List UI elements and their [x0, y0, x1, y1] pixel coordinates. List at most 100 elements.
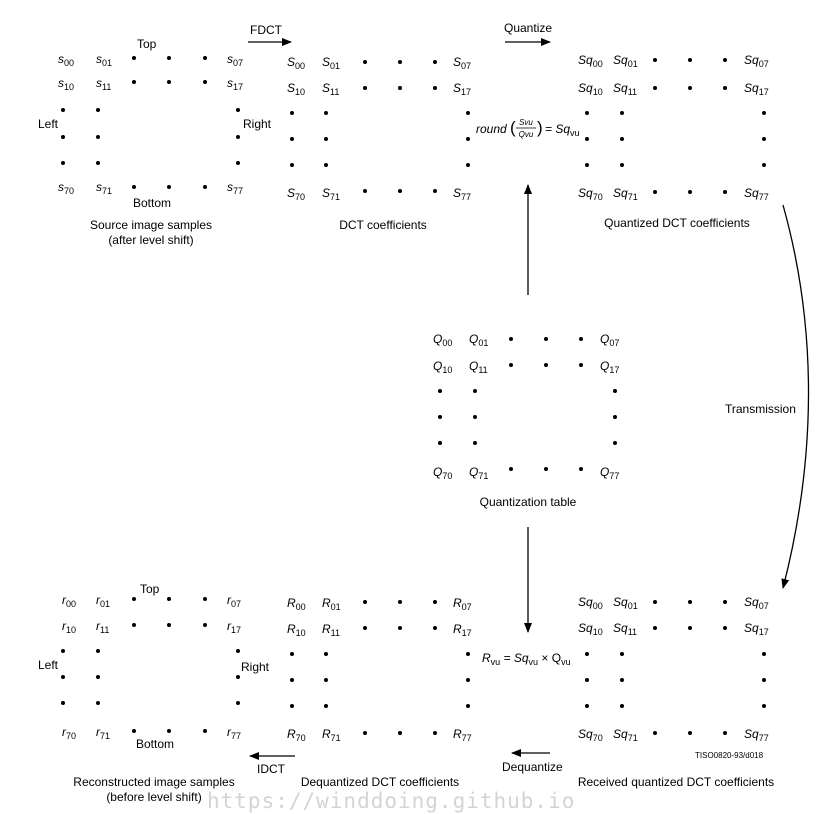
source-ellipsis-dot-mid-1: [167, 80, 171, 84]
qtable-ellipsis-dot-left2-1: [473, 415, 477, 419]
dequant-equation: Rvu = Sqvu × Qvu: [482, 651, 571, 667]
watermark-text: https://winddoing.github.io: [207, 789, 575, 813]
quantized-entry-17: Sq17: [744, 81, 769, 97]
qtable-entry-07: Q07: [600, 332, 619, 348]
recon-ellipsis-dot-mid-1: [167, 623, 171, 627]
dequant-ellipsis-dot-top-0: [363, 600, 367, 604]
quantized-ellipsis-dot-left-1: [585, 137, 589, 141]
recon-entry-01: r01: [96, 593, 110, 609]
qtable-ellipsis-dot-left-1: [438, 415, 442, 419]
qtable-ellipsis-dot-left2-0: [473, 389, 477, 393]
quantized-ellipsis-dot-left-0: [585, 111, 589, 115]
close-paren: ): [537, 118, 543, 137]
dct-ellipsis-dot-top-0: [363, 60, 367, 64]
dct-entry-71: S71: [322, 186, 340, 202]
recon-entry-07: r07: [227, 593, 241, 609]
received-entry-77: Sq77: [744, 727, 769, 743]
dequant-ellipsis-dot-left2-1: [324, 678, 328, 682]
dct-ellipsis-dot-bot-2: [433, 189, 437, 193]
quantized-ellipsis-dot-right-0: [762, 111, 766, 115]
dct-entry-77: S77: [453, 186, 471, 202]
received-entry-00: Sq00: [578, 595, 603, 611]
source-ellipsis-dot-left-1: [61, 135, 65, 139]
dct-entry-07: S07: [453, 55, 471, 71]
quantized-ellipsis-dot-left2-1: [620, 137, 624, 141]
round-formula: round ( Svu Qvu ) = Sqvu: [476, 118, 580, 139]
received-ellipsis-dot-mid-0: [653, 626, 657, 630]
qtable-ellipsis-dot-left-2: [438, 441, 442, 445]
recon-ellipsis-dot-right-1: [236, 675, 240, 679]
dct-ellipsis-dot-left-0: [290, 111, 294, 115]
dequant-ellipsis-dot-bot-1: [398, 731, 402, 735]
source-ellipsis-dot-left-0: [61, 108, 65, 112]
source-ellipsis-dot-mid-0: [132, 80, 136, 84]
received-entry-01: Sq01: [613, 595, 638, 611]
dct-ellipsis-dot-left2-0: [324, 111, 328, 115]
recon-ellipsis-dot-mid-2: [203, 623, 207, 627]
dct-ellipsis-dot-right-0: [466, 111, 470, 115]
received-caption: Received quantized DCT coefficients: [578, 775, 774, 789]
source-entry-11: s11: [96, 76, 111, 92]
quantized-ellipsis-dot-left-2: [585, 163, 589, 167]
recon-entry-17: r17: [227, 619, 241, 635]
qtable-ellipsis-dot-mid-0: [509, 363, 513, 367]
recon-ellipsis-dot-left-0: [61, 649, 65, 653]
quantized-ellipsis-dot-bot-1: [688, 190, 692, 194]
source-entry-01: s01: [96, 52, 112, 68]
recon-ellipsis-dot-top-1: [167, 597, 171, 601]
received-ellipsis-dot-right-1: [762, 678, 766, 682]
quantized-ellipsis-dot-left2-0: [620, 111, 624, 115]
qtable-ellipsis-dot-right-1: [613, 415, 617, 419]
recon-ellipsis-dot-bot-2: [203, 729, 207, 733]
received-ellipsis-dot-left2-2: [620, 704, 624, 708]
source-entry-70: s70: [58, 180, 74, 196]
quantized-caption: Quantized DCT coefficients: [604, 216, 750, 230]
dequant-ellipsis-dot-top-2: [433, 600, 437, 604]
dequant-ellipsis-dot-left-0: [290, 652, 294, 656]
source-entry-10: s10: [58, 76, 74, 92]
top-label: Top: [137, 37, 157, 51]
qtable-ellipsis-dot-bot-2: [579, 467, 583, 471]
dequant-ellipsis-dot-right-1: [466, 678, 470, 682]
dequant-entry-10: R10: [287, 622, 306, 638]
quantized-entry-77: Sq77: [744, 186, 769, 202]
recon-ellipsis-dot-left-1: [61, 675, 65, 679]
source-entry-77: s77: [227, 180, 243, 196]
quantized-entry-70: Sq70: [578, 186, 603, 202]
qtable-entry-11: Q11: [469, 359, 488, 375]
source-ellipsis-dot-left-2: [61, 161, 65, 165]
source-ellipsis-dot-left2-2: [96, 161, 100, 165]
source-entry-71: s71: [96, 180, 112, 196]
recon-entry-11: r11: [96, 619, 109, 635]
source-ellipsis-dot-bot-2: [203, 185, 207, 189]
quantized-ellipsis-dot-mid-1: [688, 86, 692, 90]
dct-ellipsis-dot-bot-0: [363, 189, 367, 193]
dequant-formula: Rvu = Sqvu × Qvu: [482, 651, 571, 667]
dct-entry-17: S17: [453, 81, 471, 97]
source-ellipsis-dot-top-0: [132, 56, 136, 60]
quantized-entry-01: Sq01: [613, 53, 638, 69]
source-ellipsis-dot-bot-1: [167, 185, 171, 189]
transmission-label: Transmission: [725, 402, 796, 416]
qtable-caption: Quantization table: [480, 495, 577, 509]
source-caption-sub: (after level shift): [108, 233, 193, 247]
recon-caption-sub: (before level shift): [106, 790, 201, 804]
left-label-recon: Left: [38, 658, 59, 672]
source-ellipsis-dot-top-1: [167, 56, 171, 60]
qtable-ellipsis-dot-top-0: [509, 337, 513, 341]
dequant-entry-07: R07: [453, 596, 472, 612]
dct-entry-00: S00: [287, 55, 305, 71]
fdct-label: FDCT: [250, 23, 283, 37]
received-ellipsis-dot-mid-2: [723, 626, 727, 630]
bottom-label: Bottom: [133, 196, 171, 210]
source-entry-07: s07: [227, 52, 243, 68]
quantized-ellipsis-dot-mid-0: [653, 86, 657, 90]
received-ellipsis-dot-left2-1: [620, 678, 624, 682]
received-ellipsis-dot-left-2: [585, 704, 589, 708]
open-paren: (: [510, 118, 516, 137]
